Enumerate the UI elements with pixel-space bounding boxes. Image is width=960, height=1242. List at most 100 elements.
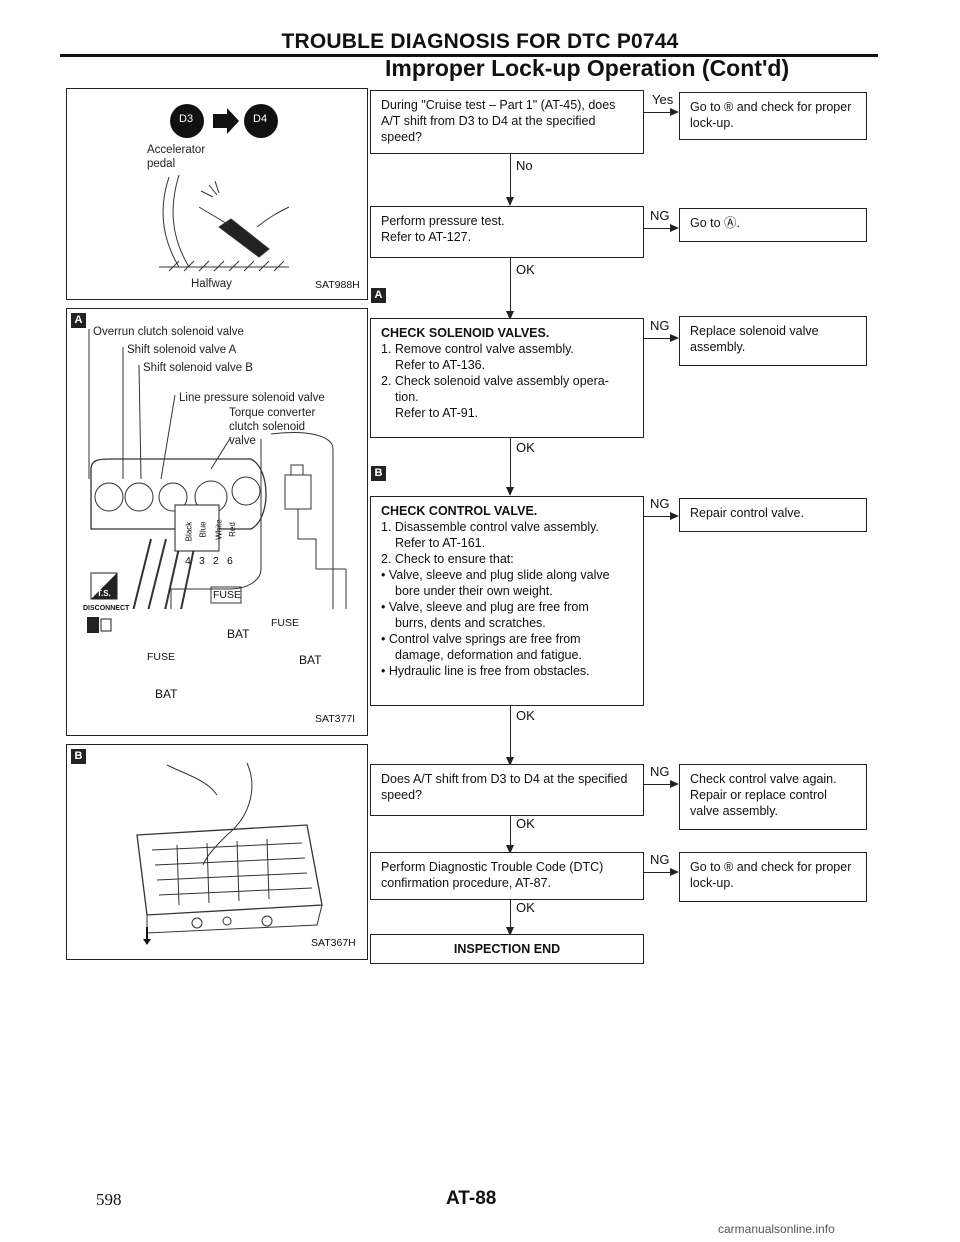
step3-line2: Refer to AT-136. [395, 358, 486, 372]
page-subtitle: Improper Lock-up Operation (Cont'd) [385, 55, 790, 81]
page-number-left: 598 [96, 1190, 122, 1209]
step3-ng-label: NG [650, 318, 670, 333]
step-pressure-test: Perform pressure test. Refer to AT-127. [370, 206, 644, 258]
label-clutch-solenoid: clutch solenoid [229, 421, 306, 433]
step4-ng-line [644, 516, 672, 518]
step5-ng-line [644, 784, 672, 786]
step5-ng-result: Check control valve again. Repair or rep… [679, 764, 867, 830]
step4-ng-label: NG [650, 496, 670, 511]
step6-ng-arrow [670, 868, 679, 876]
halfway-caption: Halfway [191, 278, 232, 290]
battery-label-2: BAT [299, 653, 322, 667]
disconnect-connector-icon [87, 617, 112, 633]
step6-down-arrow [506, 927, 514, 936]
step2-ng-label: NG [650, 208, 670, 223]
step1-yes-line [644, 112, 672, 114]
step6-down-line [510, 900, 512, 928]
step3-down-line [510, 438, 512, 488]
step3-line3: 2. Check solenoid valve assembly opera- [381, 374, 609, 388]
figure-accelerator-panel: D3 D4 Accelerator pedal Halfway SAT988H [66, 88, 368, 300]
header-rule [60, 54, 878, 57]
step2-down-arrow [506, 311, 514, 320]
watermark: carmanualsonline.info [718, 1222, 835, 1236]
accelerator-pedal-illustration [159, 174, 290, 272]
label-shift-solenoid-b: Shift solenoid valve B [143, 362, 253, 374]
step2-text2: Refer to AT-127. [381, 230, 472, 244]
fuse-label-3: FUSE [147, 651, 176, 663]
disconnect-label: DISCONNECT [83, 605, 130, 612]
step4-line10: • Hydraulic line is free from obstacles. [381, 664, 590, 678]
connector-pin-6: 6 [227, 555, 233, 567]
step4-line6: • Valve, sleeve and plug are free from [381, 600, 589, 614]
wire-color-blue: Blue [198, 521, 208, 538]
connector-pin-3: 3 [199, 555, 205, 567]
step4-line2: Refer to AT-161. [395, 536, 486, 550]
step5-down-line [510, 816, 512, 846]
control-valve-illustration [136, 762, 323, 945]
step5-text: Does A/T shift from D3 to D4 at the spec… [381, 772, 628, 802]
step6-ng-line [644, 872, 672, 874]
figure-control-valve-panel: B SAT367H [66, 744, 368, 960]
flow-badge-a: A [371, 288, 386, 303]
step5-ok-label: OK [516, 816, 535, 831]
step1-yes-label: Yes [652, 92, 674, 107]
step4-line8: • Control valve springs are free from [381, 632, 581, 646]
step4-down-arrow [506, 757, 514, 766]
step4-line9: damage, deformation and fatigue. [395, 648, 582, 662]
inspection-end: INSPECTION END [370, 934, 644, 964]
solenoid-wiring-diagram [88, 329, 347, 609]
step2-text1: Perform pressure test. [381, 214, 505, 228]
step-cruise-test: During "Cruise test – Part 1" (AT-45), d… [370, 90, 644, 154]
ts-icon [90, 572, 118, 600]
step1-down-line [510, 154, 512, 198]
step4-heading: CHECK CONTROL VALVE. [381, 504, 538, 518]
label-shift-solenoid-a: Shift solenoid valve A [127, 344, 237, 356]
step4-line3: 2. Check to ensure that: [381, 552, 514, 566]
step6-ok-label: OK [516, 900, 535, 915]
wire-color-red: Red [227, 522, 237, 537]
label-overrun-clutch: Overrun clutch solenoid valve [93, 326, 244, 338]
step5-ng-arrow [670, 780, 679, 788]
step2-ng-line [644, 228, 672, 230]
label-valve: valve [229, 435, 256, 447]
figure-code-sat367h: SAT367H [311, 937, 356, 949]
step3-ng-line [644, 338, 672, 340]
step4-ng-arrow [670, 512, 679, 520]
label-line-pressure: Line pressure solenoid valve [179, 392, 325, 404]
step1-yes-arrow [670, 108, 679, 116]
pedal-caption: pedal [147, 158, 176, 170]
step3-line4: tion. [395, 390, 419, 404]
d3-d4-shift-icon [170, 104, 278, 138]
step1-down-arrow [506, 197, 514, 206]
step4-ng-result: Repair control valve. [679, 498, 867, 532]
step4-line7: burrs, dents and scratches. [395, 616, 546, 630]
connector-pin-4: 4 [185, 555, 191, 567]
connector-pin-2: 2 [213, 555, 219, 567]
d4-label: D4 [253, 113, 268, 125]
connector-icon [174, 504, 220, 552]
figure-badge-b: B [71, 749, 86, 764]
ts-label: T.S. [97, 589, 111, 598]
step4-ok-label: OK [516, 708, 535, 723]
accelerator-caption: Accelerator [147, 144, 206, 156]
figure-code-sat988h: SAT988H [315, 279, 360, 291]
step4-line1: 1. Disassemble control valve assembly. [381, 520, 599, 534]
step3-ng-result: Replace solenoid valve assembly. [679, 316, 867, 366]
label-torque-converter: Torque converter [229, 407, 316, 419]
wire-color-black: Black [184, 521, 194, 542]
step-cruise-test-text: During "Cruise test – Part 1" (AT-45), d… [381, 98, 616, 144]
step4-line4: • Valve, sleeve and plug slide along val… [381, 568, 610, 582]
step3-heading: CHECK SOLENOID VALVES. [381, 326, 550, 340]
fuse-label-1: FUSE [213, 589, 242, 601]
flow-badge-b: B [371, 466, 386, 481]
step3-line1: 1. Remove control valve assembly. [381, 342, 574, 356]
step3-line5: Refer to AT-91. [395, 406, 479, 420]
fuse-label-2: FUSE [271, 617, 300, 629]
step5-ng-label: NG [650, 764, 670, 779]
step4-line5: bore under their own weight. [395, 584, 553, 598]
figure-badge-a: A [71, 313, 86, 328]
step6-text: Perform Diagnostic Trouble Code (DTC) co… [381, 860, 604, 890]
wire-color-white: White [214, 519, 224, 540]
step3-ng-arrow [670, 334, 679, 342]
inspection-end-text: INSPECTION END [453, 942, 561, 956]
